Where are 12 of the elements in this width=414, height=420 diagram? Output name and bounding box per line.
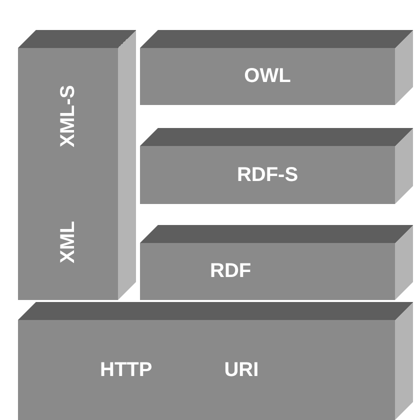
layer-block xyxy=(18,302,413,420)
layer-label: OWL xyxy=(244,65,291,88)
layer-label: URI xyxy=(224,358,259,382)
layer-label: HTTP xyxy=(100,358,152,382)
layer-label: RDF xyxy=(210,260,252,283)
layer-block xyxy=(140,30,413,105)
layer-block xyxy=(140,128,413,204)
layer-label: XML xyxy=(56,220,80,264)
layer-block xyxy=(18,30,136,300)
layer-label: XML-S xyxy=(56,84,80,148)
layer-label: RDF-S xyxy=(236,164,298,186)
layer-block xyxy=(140,225,413,300)
